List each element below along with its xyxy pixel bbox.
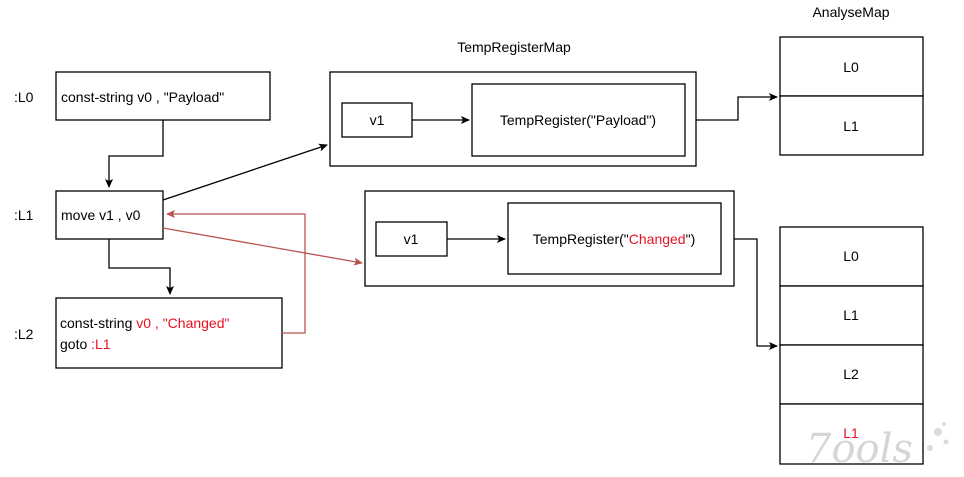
analyse1-row-label: L0 <box>843 59 859 75</box>
map2-value-box <box>507 202 722 275</box>
label-l0: :L0 <box>14 89 34 105</box>
analyse2-row-label: L2 <box>843 366 859 382</box>
map2-key-box <box>375 221 448 257</box>
analyse1-row-label: L1 <box>843 118 859 134</box>
watermark-text: 7ools <box>806 426 913 472</box>
map1-key: v1 <box>370 112 385 128</box>
instruction-box-l0: const-string v0 , "Payload" <box>55 71 271 121</box>
instruction-box-l2: const-string v0 , "Changed" goto :L1 <box>55 297 283 369</box>
map1-value-box <box>471 83 686 157</box>
watermark-splash <box>934 428 942 436</box>
instruction-l2-line1: const-string v0 , "Changed" <box>60 315 230 331</box>
analyse2-row <box>779 344 924 405</box>
map2-key: v1 <box>404 231 419 247</box>
watermark-splash <box>943 439 949 445</box>
temp-register-map-title: TempRegisterMap <box>457 39 571 55</box>
instruction-l2-line2: goto :L1 <box>60 336 111 352</box>
label-l2: :L2 <box>14 326 34 342</box>
edge-map2-to-analyse2 <box>734 238 778 350</box>
instruction-l0-text: const-string v0 , "Payload" <box>61 89 224 105</box>
watermark-splash <box>942 422 946 426</box>
analyse2-row-label: L0 <box>843 248 859 264</box>
instruction-box-l1: move v1 , v0 <box>55 190 164 240</box>
analyse2-row <box>779 285 924 346</box>
analyse-map-title: AnalyseMap <box>812 4 889 20</box>
edge-l0-to-l1 <box>105 120 164 188</box>
analyse2-row-label-red: L1 <box>843 425 859 441</box>
edge-goto-l1 <box>166 210 306 334</box>
map2-value: TempRegister("Changed") <box>533 231 695 247</box>
analyse-map-2: L0 L1 L2 L1 <box>779 226 924 465</box>
analyse-map-1: L0 L1 <box>779 36 924 156</box>
edge-l1-to-map1 <box>162 143 328 201</box>
edge-map1-to-analyse1 <box>696 93 778 121</box>
watermark-splash <box>927 445 933 451</box>
temp-register-map-1: v1 TempRegister("Payload") <box>329 71 697 167</box>
analyse2-row-label: L1 <box>843 307 859 323</box>
edge-l1-to-l2 <box>108 239 174 295</box>
temp-register-map-2: v1 TempRegister("Changed") <box>364 190 735 287</box>
analyse2-row <box>779 403 924 465</box>
analyse1-row <box>779 36 924 97</box>
edge-l2-to-map2 <box>162 227 363 266</box>
map1-value: TempRegister("Payload") <box>500 112 656 128</box>
analyse1-row <box>779 95 924 156</box>
watermark-logo: 7ools <box>806 422 949 472</box>
label-l1: :L1 <box>14 207 34 223</box>
instruction-l1-text: move v1 , v0 <box>61 207 141 223</box>
